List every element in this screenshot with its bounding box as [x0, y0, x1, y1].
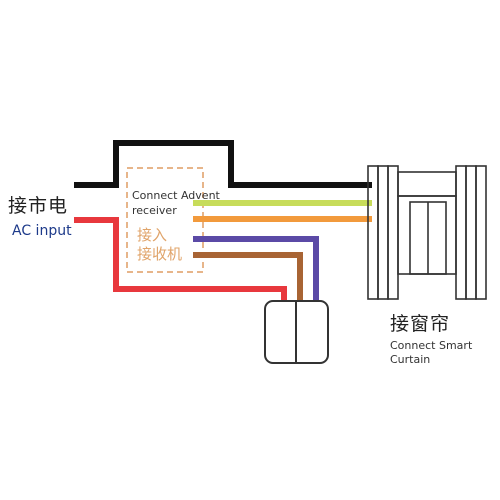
receiver-label-cn-1: 接入	[137, 226, 168, 244]
ac-input-label-cn: 接市电	[8, 195, 69, 217]
receiver-label-en-1: Connect Advent	[132, 189, 220, 202]
purple-wire	[193, 236, 319, 303]
red-wire	[74, 217, 287, 305]
black-wire	[74, 140, 372, 188]
curtain-motor-icon	[367, 165, 487, 300]
brown-wire	[193, 252, 303, 303]
switch-icon	[264, 300, 329, 364]
curtain-label-en-2: Curtain	[390, 353, 431, 366]
receiver-label-cn-2: 接收机	[137, 245, 183, 263]
ac-input-label-en: AC input	[12, 223, 72, 239]
curtain-label-en-1: Connect Smart	[390, 339, 473, 352]
receiver-label-en-2: receiver	[132, 204, 177, 217]
curtain-label-cn: 接窗帘	[390, 313, 451, 335]
